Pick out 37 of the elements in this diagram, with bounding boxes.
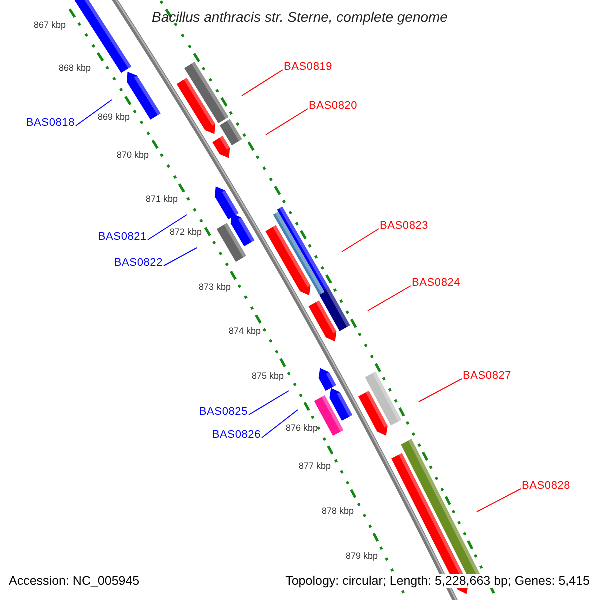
ruler-label: 871 kbp bbox=[146, 194, 178, 204]
ruler-label: 875 kbp bbox=[252, 371, 284, 381]
genome-summary-text: Topology: circular; Length: 5,228,663 bp; Genes: 5,415 bbox=[286, 574, 590, 588]
ruler-label: 868 kbp bbox=[58, 63, 92, 73]
gene-label: BAS0826 bbox=[212, 429, 261, 441]
leader-line bbox=[266, 108, 308, 136]
ruler-label: 872 kbp bbox=[170, 227, 202, 237]
leader-line bbox=[76, 100, 112, 126]
ruler-label: 867 kbp bbox=[34, 20, 66, 30]
leader-line bbox=[262, 410, 298, 438]
accession-text: Accession: NC_005945 bbox=[9, 574, 140, 588]
ruler-label: 870 kbp bbox=[116, 150, 150, 160]
gene-label: BAS0823 bbox=[380, 220, 429, 232]
gene-label: BAS0819 bbox=[284, 61, 333, 73]
ruler-label: 873 kbp bbox=[198, 282, 232, 292]
leader-line bbox=[242, 70, 284, 96]
gene-label: BAS0824 bbox=[412, 277, 461, 289]
ruler-label: 876 kbp bbox=[286, 423, 318, 433]
ruler-label: 874 kbp bbox=[228, 326, 262, 336]
leader-line bbox=[368, 286, 412, 312]
gene-label: BAS0822 bbox=[114, 257, 163, 269]
ruler-label: 877 kbp bbox=[298, 461, 332, 471]
gene-label: BAS0825 bbox=[199, 406, 248, 418]
leader-line bbox=[476, 488, 522, 512]
leader-line bbox=[418, 378, 462, 402]
gene-label: BAS0820 bbox=[309, 100, 358, 112]
gene-label: BAS0828 bbox=[522, 480, 571, 492]
ruler-label: 879 kbp bbox=[346, 551, 378, 561]
gene-label: BAS0818 bbox=[26, 117, 75, 129]
ruler-label: 869 kbp bbox=[98, 112, 130, 122]
leader-line bbox=[342, 228, 380, 252]
leader-line bbox=[248, 390, 290, 416]
ruler-label: 878 kbp bbox=[322, 506, 354, 516]
leader-line bbox=[164, 248, 198, 266]
gene-label: BAS0821 bbox=[98, 231, 147, 243]
gene-label: BAS0827 bbox=[463, 370, 512, 382]
leader-line bbox=[148, 214, 188, 240]
